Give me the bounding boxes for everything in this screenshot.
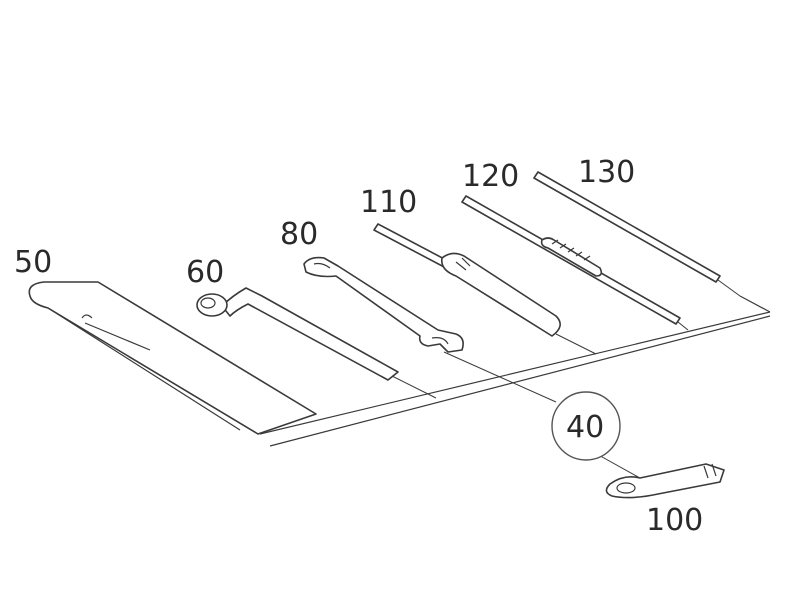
long-rod-part [533,171,741,297]
kit-callout-circle [551,391,621,461]
tool-bag-part [28,281,317,435]
open-end-wrench-part [303,256,557,403]
tool-tray-outline [259,295,771,447]
callout-label-100: 100 [646,503,703,538]
screwdriver-part [373,223,597,355]
tow-eye-part [585,447,725,499]
callout-label-60: 60 [186,255,224,290]
callout-label-110: 110 [360,185,417,220]
callout-label-40: 40 [566,410,604,445]
callout-label-120: 120 [462,159,519,194]
socket-wrench-part [196,287,437,399]
callout-label-80: 80 [280,217,318,252]
callout-label-130: 130 [578,155,635,190]
rod-tool-part [461,195,689,331]
callout-label-50: 50 [14,245,52,280]
